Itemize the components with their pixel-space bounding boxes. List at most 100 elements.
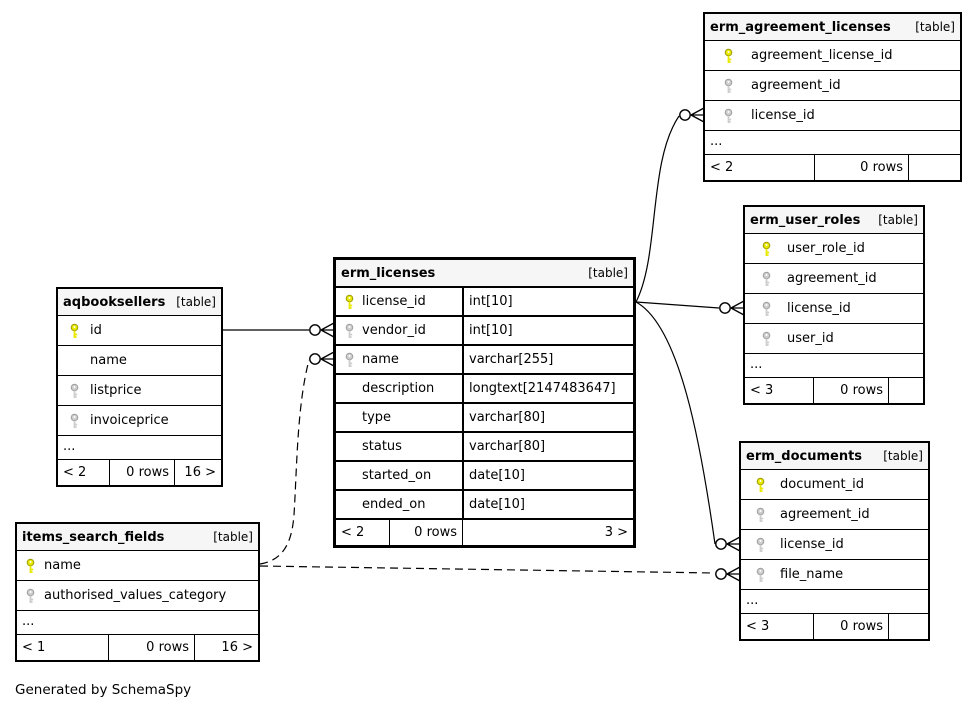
foreign-key-icon: [70, 383, 78, 398]
table-node-erm-user-roles[interactable]: erm_user_roles [table] user_role_id agre…: [743, 205, 925, 405]
key-slot: [336, 352, 362, 368]
column-name: user_role_id: [787, 241, 865, 256]
column-name: agreement_id: [751, 78, 841, 93]
relation-items-search-fields-erm-licenses: [259, 351, 335, 565]
table-footer: < 2 0 rows 16 >: [58, 459, 221, 485]
primary-key-icon: [345, 294, 353, 309]
column-name: document_id: [780, 477, 864, 492]
table-tag: [table]: [883, 449, 923, 463]
column-row: agreement_license_id: [705, 41, 960, 70]
table-header: items_search_fields [table]: [17, 524, 258, 551]
key-slot: [336, 294, 362, 310]
key-slot: [745, 301, 787, 317]
column-name: type: [362, 410, 392, 425]
column-row: user_role_id: [745, 234, 923, 263]
column-row: name: [17, 551, 258, 580]
table-node-aqbooksellers[interactable]: aqbooksellers [table] id name listprice …: [56, 287, 223, 487]
column-name: name: [90, 353, 127, 368]
table-tag: [table]: [878, 213, 918, 227]
key-slot: [741, 567, 780, 583]
primary-key-icon: [70, 323, 78, 338]
foreign-key-icon: [762, 271, 770, 286]
table-name: erm_licenses: [341, 265, 436, 281]
footer-parents-count: < 2: [58, 460, 110, 485]
column-row: document_id: [741, 470, 928, 499]
column-row: license_id: [705, 100, 960, 130]
column-name: description: [362, 381, 435, 396]
column-type: varchar[255]: [462, 346, 633, 373]
column-name: name: [44, 558, 81, 573]
footer-row-count: 0 rows: [110, 460, 175, 485]
column-name: license_id: [780, 537, 844, 552]
primary-key-icon: [724, 48, 732, 63]
table-name: erm_user_roles: [750, 212, 861, 228]
column-row: ended_on date[10]: [336, 489, 633, 518]
table-header: erm_licenses [table]: [336, 260, 633, 288]
column-row: started_on date[10]: [336, 460, 633, 489]
table-node-erm-agreement-licenses[interactable]: erm_agreement_licenses [table] agreement…: [703, 12, 962, 182]
table-footer: < 2 0 rows 3 >: [336, 518, 633, 545]
column-name: id: [90, 323, 102, 338]
hidden-columns-ellipsis: ...: [741, 589, 928, 613]
key-slot: [336, 323, 362, 339]
table-node-erm-licenses[interactable]: erm_licenses [table] license_id int[10] …: [333, 257, 636, 548]
column-type: longtext[2147483647]: [462, 375, 633, 402]
primary-key-icon: [756, 477, 765, 492]
footer-children-count: [889, 378, 923, 403]
relation-erm-licenses-erm-user-roles: [635, 300, 745, 316]
footer-children-count: [909, 155, 960, 180]
column-name: ended_on: [362, 497, 426, 512]
column-row: authorised_values_category: [17, 580, 258, 610]
table-footer: < 1 0 rows 16 >: [17, 634, 258, 660]
key-slot: [741, 507, 780, 523]
foreign-key-icon: [26, 588, 35, 603]
column-name: status: [362, 439, 402, 454]
footer-parents-count: < 3: [741, 614, 814, 639]
hidden-columns-ellipsis: ...: [745, 353, 923, 377]
column-row: type varchar[80]: [336, 402, 633, 431]
relation-aqbooksellers-erm-licenses: [223, 322, 335, 338]
column-name: license_id: [751, 108, 815, 123]
column-name: user_id: [787, 331, 834, 346]
footer-children-count: 16 >: [221, 640, 253, 655]
table-node-items-search-fields[interactable]: items_search_fields [table] name authori…: [15, 522, 260, 662]
column-row: agreement_id: [745, 263, 923, 293]
key-slot: [745, 271, 787, 287]
column-row: vendor_id int[10]: [336, 315, 633, 344]
key-slot: [741, 477, 780, 493]
relation-erm-licenses-erm-documents: [635, 301, 741, 552]
column-name: file_name: [780, 567, 844, 582]
foreign-key-icon: [345, 323, 353, 338]
column-row: agreement_id: [741, 499, 928, 529]
column-name: invoiceprice: [90, 413, 169, 428]
column-name: name: [362, 352, 399, 367]
footer-row-count: 0 rows: [814, 378, 889, 403]
table-name: erm_documents: [746, 448, 863, 464]
column-row: license_id: [745, 293, 923, 323]
hidden-columns-ellipsis: ...: [705, 130, 960, 154]
column-name: agreement_id: [780, 507, 870, 522]
table-tag: [table]: [176, 295, 216, 309]
table-name: items_search_fields: [22, 529, 165, 545]
table-header: erm_documents [table]: [741, 443, 928, 470]
key-slot: [705, 78, 751, 94]
column-type: date[10]: [462, 491, 633, 518]
key-slot: [745, 241, 787, 257]
column-name: started_on: [362, 468, 432, 483]
footer-children-count: [889, 614, 928, 639]
table-name: erm_agreement_licenses: [710, 19, 891, 35]
key-slot: [741, 537, 780, 553]
footer-children-count: 16 >: [184, 465, 216, 480]
key-slot: [58, 413, 90, 429]
table-name: aqbooksellers: [63, 294, 166, 310]
relation-erm-licenses-erm-agreement-licenses: [635, 107, 705, 303]
foreign-key-icon: [345, 352, 353, 367]
foreign-key-icon: [756, 507, 765, 522]
column-row: listprice: [58, 375, 221, 405]
column-name: vendor_id: [362, 323, 426, 338]
foreign-key-icon: [756, 537, 765, 552]
foreign-key-icon: [70, 413, 78, 428]
table-tag: [table]: [213, 530, 253, 544]
column-type: date[10]: [462, 462, 633, 489]
table-node-erm-documents[interactable]: erm_documents [table] document_id agreem…: [739, 441, 930, 641]
